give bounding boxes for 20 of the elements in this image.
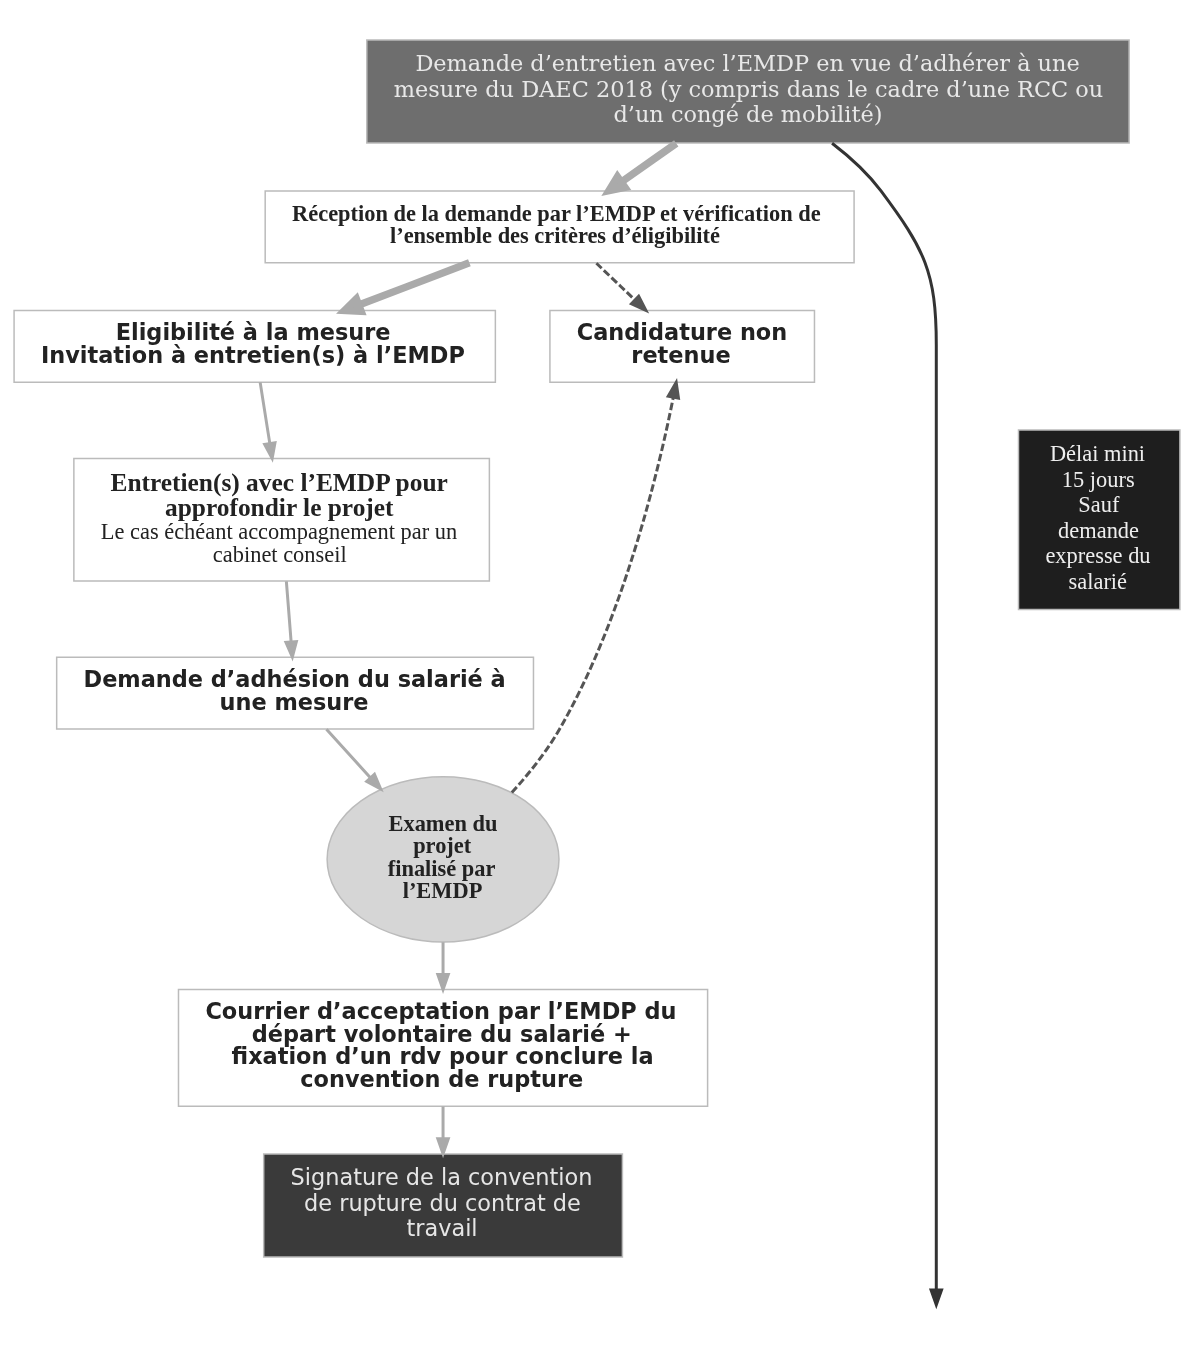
- arrow: [283, 580, 299, 661]
- node-box: Demande d’entretien avec l’EMDP en vue d’adhérer à une mesure du DAEC 2018 (y compris dans le cadre d’une RCC ou d’un congé de mobilité): [366, 38, 1130, 144]
- node-ellipse: Examen du projet finalisé par l’EMDP: [326, 775, 560, 943]
- arrow: [601, 139, 679, 196]
- arrow: [435, 1106, 451, 1158]
- node-box: Délai mini 15 jours Sauf demande expresse du salarié: [1017, 428, 1181, 610]
- arrow: [336, 258, 471, 315]
- node-box: Demande d’adhésion du salarié à une mesure: [55, 656, 535, 730]
- arrow: [258, 381, 277, 463]
- node-box: Candidature non retenue: [549, 309, 816, 383]
- node-box: Courrier d’acceptation par l’EMDP du départ volontaire du salarié + fixation d’un rdv pour conclure la convention de rupture: [177, 988, 709, 1107]
- node-box: Eligibilité à la mesure Invitation à entretien(s) à l’EMDP: [13, 309, 497, 383]
- node-box: Réception de la demande par l’EMDP et vérification de l’ensemble des critères d’éligibilité: [264, 189, 855, 263]
- arrow: [435, 941, 451, 994]
- arrow: [510, 377, 681, 794]
- arrow: [595, 261, 650, 313]
- node-box: Entretien(s) avec l’EMDP pour approfondir le projet Le cas échéant accompagnement par un cabinet conseil: [73, 457, 491, 582]
- arrow: [325, 727, 384, 792]
- arrow: [831, 141, 944, 1309]
- node-box: Signature de la convention de rupture du contrat de travail: [262, 1152, 624, 1258]
